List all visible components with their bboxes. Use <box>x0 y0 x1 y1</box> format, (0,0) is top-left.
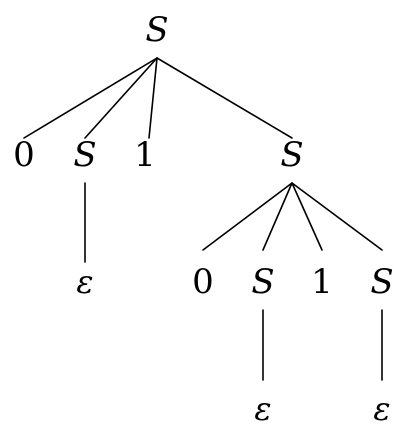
tree-node-root: S <box>145 10 168 50</box>
tree-node-a0: 0 <box>13 135 35 175</box>
tree-node-eps3: ε <box>373 390 390 428</box>
tree-edge-aS2-b1 <box>291 182 323 251</box>
tree-edges <box>23 57 383 381</box>
tree-node-bS2: S <box>370 262 393 302</box>
tree-node-b1: 1 <box>311 262 333 302</box>
tree-edge-root-a1 <box>148 57 158 139</box>
tree-edge-aS2-b0 <box>202 182 293 251</box>
tree-edge-root-a0 <box>23 57 158 139</box>
tree-node-bS: S <box>251 262 274 302</box>
tree-node-a1: 1 <box>134 135 156 175</box>
tree-node-eps1: ε <box>76 263 93 301</box>
tree-node-aS: S <box>73 135 96 175</box>
tree-node-aS2: S <box>280 135 303 175</box>
tree-edge-root-aS <box>84 57 158 139</box>
tree-node-eps2: ε <box>254 390 271 428</box>
tree-node-b0: 0 <box>192 262 214 302</box>
tree-edge-root-aS2 <box>156 57 293 139</box>
tree-edge-aS2-bS <box>262 182 293 251</box>
tree-edge-aS2-bS2 <box>291 182 383 251</box>
